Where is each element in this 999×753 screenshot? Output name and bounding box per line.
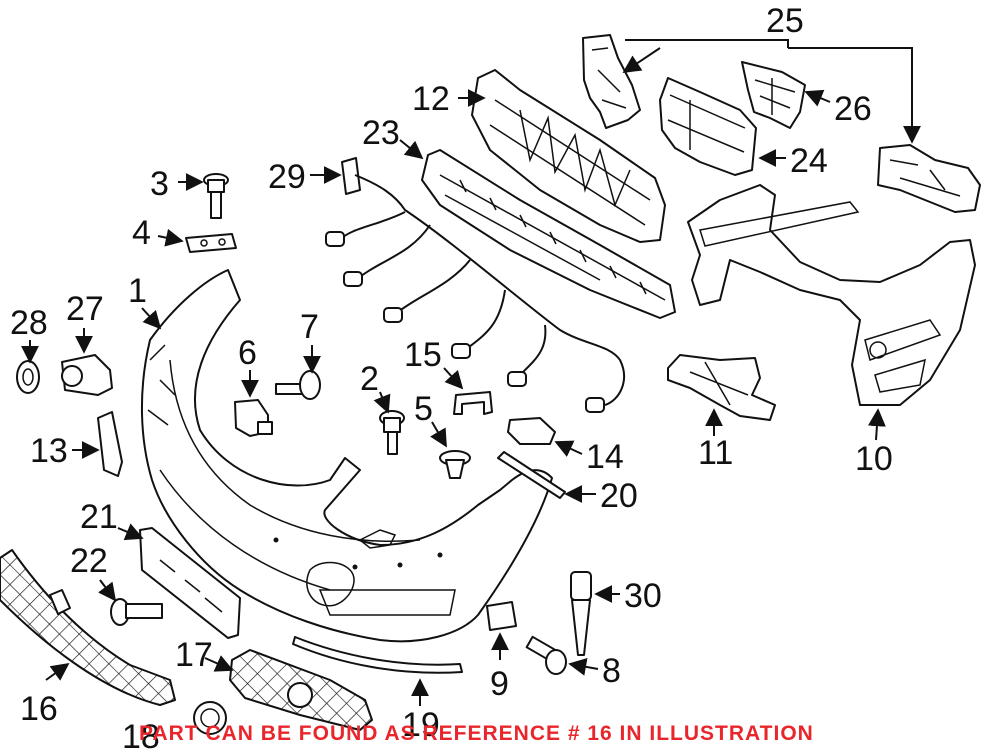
callout-15: 15 bbox=[404, 336, 442, 374]
bracket-13 bbox=[97, 411, 123, 477]
callout-23: 23 bbox=[362, 114, 400, 152]
callout-labels: 1 2 3 4 5 6 7 8 9 10 11 12 13 14 15 16 1… bbox=[10, 2, 893, 753]
lower-grille-16 bbox=[0, 549, 176, 706]
bolt-2 bbox=[379, 410, 405, 455]
callout-27: 27 bbox=[66, 290, 104, 328]
cap-18 bbox=[193, 701, 227, 735]
sensor-27 bbox=[61, 354, 113, 396]
callout-24: 24 bbox=[790, 142, 828, 180]
clip-5 bbox=[439, 450, 471, 479]
callout-10: 10 bbox=[855, 440, 893, 478]
callout-20: 20 bbox=[600, 477, 638, 515]
callout-22: 22 bbox=[70, 542, 108, 580]
callout-25: 25 bbox=[766, 2, 804, 40]
callout-7: 7 bbox=[300, 308, 319, 346]
bolt-7 bbox=[275, 370, 321, 400]
absorber-23 bbox=[421, 149, 676, 319]
fog-grille-17 bbox=[229, 649, 373, 731]
trim-strip-19 bbox=[292, 636, 463, 674]
callout-16: 16 bbox=[20, 690, 58, 728]
callout-3: 3 bbox=[150, 165, 169, 203]
bracket-25b bbox=[877, 144, 981, 213]
callout-18: 18 bbox=[122, 718, 160, 753]
callout-1: 1 bbox=[128, 272, 147, 310]
callout-26: 26 bbox=[834, 90, 872, 128]
callout-21: 21 bbox=[80, 498, 118, 536]
wiring-harness-29 bbox=[325, 157, 625, 413]
callout-9: 9 bbox=[490, 665, 509, 703]
clip-4 bbox=[185, 233, 237, 253]
bracket-15 bbox=[453, 391, 493, 415]
callout-17: 17 bbox=[175, 636, 213, 674]
ring-28 bbox=[16, 360, 40, 394]
carrier-10 bbox=[687, 184, 976, 406]
bracket-11 bbox=[667, 354, 776, 421]
bolt-22 bbox=[110, 598, 163, 626]
cover-14 bbox=[507, 417, 556, 445]
holder-6 bbox=[234, 399, 273, 437]
bolt-8 bbox=[525, 635, 567, 675]
callout-2: 2 bbox=[360, 360, 379, 398]
callout-19: 19 bbox=[402, 706, 440, 744]
callout-30: 30 bbox=[624, 577, 662, 615]
callout-28: 28 bbox=[10, 304, 48, 342]
callout-12: 12 bbox=[412, 80, 450, 118]
sensor-30 bbox=[570, 571, 592, 656]
callout-13: 13 bbox=[30, 432, 68, 470]
callout-5: 5 bbox=[414, 390, 433, 428]
screw-3 bbox=[203, 173, 229, 219]
plate-bracket-21 bbox=[139, 527, 241, 639]
callout-8: 8 bbox=[602, 652, 621, 690]
reinforcement-12 bbox=[471, 69, 666, 243]
callout-6: 6 bbox=[238, 334, 257, 372]
absorber-24 bbox=[659, 77, 757, 176]
callout-11: 11 bbox=[698, 434, 733, 472]
callout-29: 29 bbox=[268, 158, 306, 196]
bracket-25a bbox=[582, 34, 641, 129]
bracket-26 bbox=[741, 61, 806, 129]
callout-4: 4 bbox=[132, 214, 151, 252]
leader-lines bbox=[21, 39, 921, 706]
nut-9 bbox=[486, 601, 517, 631]
callout-14: 14 bbox=[586, 438, 624, 476]
